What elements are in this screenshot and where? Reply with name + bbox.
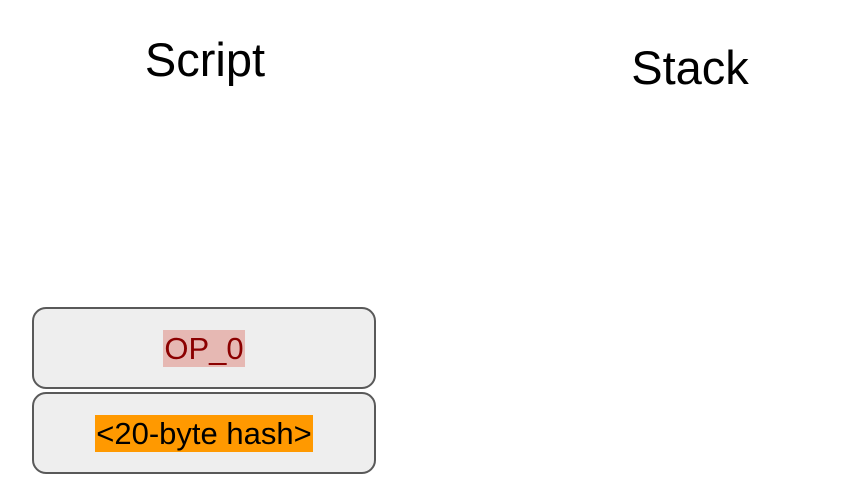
script-item-label: <20-byte hash> [95, 414, 313, 452]
stack-area [470, 110, 850, 490]
script-title: Script [144, 33, 266, 86]
stack-title: Stack [631, 41, 749, 94]
script-item-hash: <20-byte hash> [32, 392, 376, 474]
script-item-op-0: OP_0 [32, 307, 376, 389]
script-item-label: OP_0 [163, 329, 245, 367]
